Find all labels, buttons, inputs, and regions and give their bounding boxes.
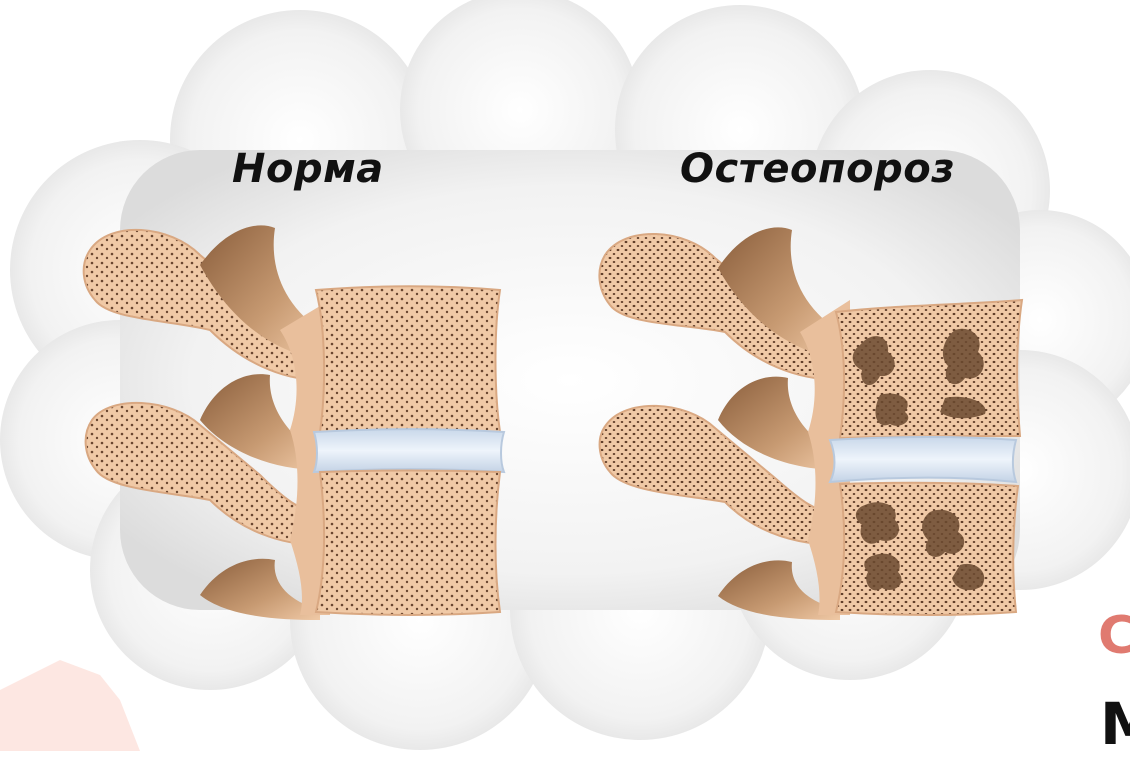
decorative-shape bbox=[0, 660, 140, 751]
edge-text-fragment-red: С bbox=[1098, 606, 1130, 666]
vertebral-body-lower bbox=[316, 471, 500, 616]
label-osteoporosis: Остеопороз bbox=[680, 146, 955, 192]
edge-text-fragment-black: М bbox=[1100, 690, 1130, 758]
vertebral-body-upper bbox=[316, 286, 500, 432]
intervertebral-disc bbox=[314, 429, 504, 472]
label-normal: Норма bbox=[232, 146, 384, 192]
intervertebral-disc bbox=[830, 437, 1016, 482]
